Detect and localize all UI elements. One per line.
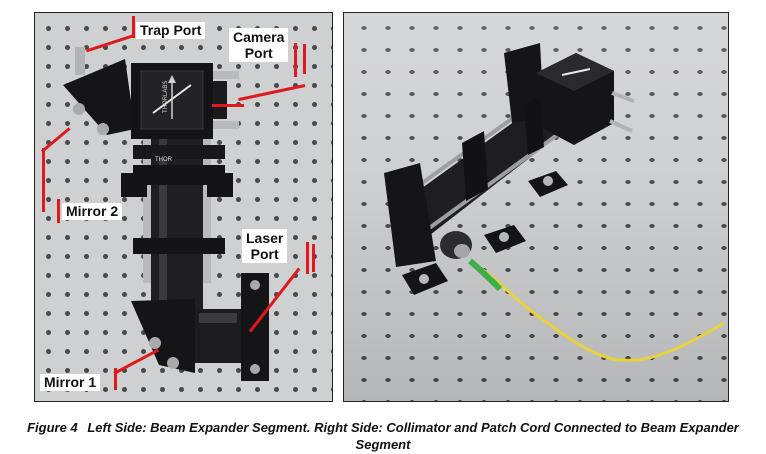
label-trap-port: Trap Port <box>136 22 206 39</box>
camera-port-plate <box>213 81 227 119</box>
laser-port-ring <box>199 313 237 323</box>
mirror-mount-upper <box>63 59 135 135</box>
label-camera-port: Camera Port <box>229 28 289 62</box>
left-photo-beam-expander: THORLABS THOR <box>34 12 333 402</box>
callout-line-mirror2-vertical <box>42 148 45 212</box>
fiber-patch-cord <box>469 259 725 362</box>
post-clamp <box>207 173 233 197</box>
figure-label: Figure 4 <box>27 420 78 435</box>
callout-tick-mirror2 <box>57 199 60 223</box>
cube-rod <box>611 91 635 103</box>
cage-rod <box>201 123 211 283</box>
callout-tick-laser <box>306 242 309 274</box>
adjuster-screw <box>97 123 109 135</box>
label-camera-port-line1: Camera <box>233 29 285 45</box>
figure-caption-text: Left Side: Beam Expander Segment. Right … <box>87 420 739 452</box>
label-laser-port-line1: Laser <box>246 230 284 246</box>
label-laser-port-line2: Port <box>250 246 279 262</box>
cage-plate <box>133 165 225 185</box>
callout-tick-trap <box>132 16 135 38</box>
callout-tick-laser-2 <box>312 244 315 272</box>
mirror-mount-lower <box>131 299 195 373</box>
callout-tick-mirror1 <box>114 368 117 390</box>
label-camera-port-line2: Port <box>244 45 273 61</box>
clamp-screw <box>250 280 260 290</box>
adjuster-screw <box>167 357 179 369</box>
fiber-boot <box>468 258 503 292</box>
cage-plate <box>133 238 225 254</box>
camera-port-rod <box>213 121 239 129</box>
post-clamp <box>121 173 147 197</box>
adjuster-screw <box>73 103 85 115</box>
adjuster-knob <box>75 47 85 75</box>
brand-mark-cube: THORLABS <box>163 81 169 113</box>
cage-plate <box>133 145 225 159</box>
camera-port-rod <box>213 71 239 79</box>
label-mirror-2: Mirror 2 <box>62 203 123 220</box>
collimator-perspective-view <box>384 43 725 362</box>
lens-tube-highlight <box>159 128 167 328</box>
callout-tick-camera-2 <box>303 44 306 74</box>
cage-plate <box>524 97 544 155</box>
mirror-mount-lower <box>384 163 436 267</box>
adjuster-screw <box>149 337 161 349</box>
collimator-connector <box>454 244 470 258</box>
clamp-screw <box>419 274 429 284</box>
cage-rod <box>143 123 153 283</box>
cube-arrow-head <box>168 75 176 83</box>
cube-rod <box>609 119 633 133</box>
callout-tick-camera <box>294 43 297 77</box>
clamp-screw <box>250 364 260 374</box>
cage-rod <box>426 125 570 231</box>
label-mirror-1: Mirror 1 <box>40 374 101 391</box>
cube-mirror-mark <box>561 68 591 76</box>
figure-caption: Figure 4 Left Side: Beam Expander Segmen… <box>0 419 766 453</box>
beam-expander-top-view: THORLABS THOR <box>63 47 269 381</box>
brand-mark-plate: THOR <box>155 157 173 163</box>
cage-plate <box>462 131 488 201</box>
label-laser-port: Laser Port <box>242 229 288 263</box>
clamp-screw <box>499 232 509 242</box>
right-photo-collimator-assembly <box>343 12 729 402</box>
clamp-screw <box>543 176 553 186</box>
callout-line-camera-end <box>212 104 244 107</box>
